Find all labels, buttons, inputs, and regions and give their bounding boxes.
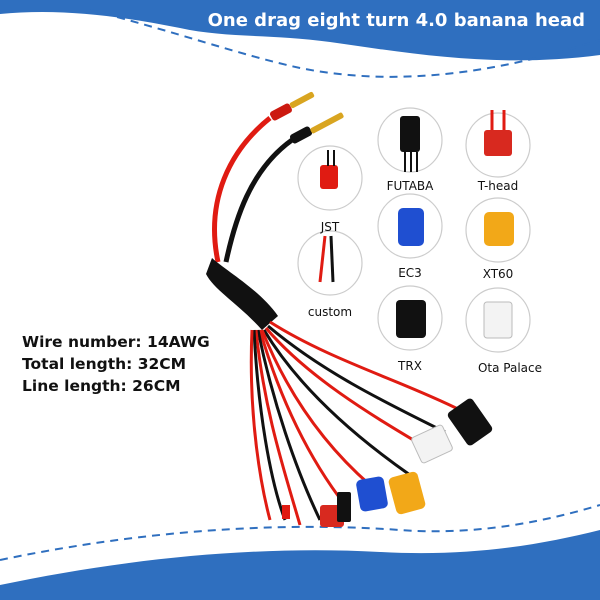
label-xt60: XT60 xyxy=(482,267,514,281)
banana-plugs xyxy=(269,91,344,144)
heat-shrink xyxy=(206,258,278,330)
label-jst: JST xyxy=(320,220,340,234)
custom-circle xyxy=(297,230,363,296)
bottom-banner xyxy=(0,530,600,600)
top-banner-dash xyxy=(89,9,600,78)
bottom-connectors xyxy=(282,398,493,527)
label-futaba: FUTABA xyxy=(386,179,434,193)
label-trx: TRX xyxy=(398,359,422,373)
spec-line-length: Line length: 26CM xyxy=(22,377,181,395)
top-banner xyxy=(0,0,600,61)
label-ec3: EC3 xyxy=(398,266,422,280)
label-ota: Ota Palace xyxy=(477,361,543,375)
spec-wire-number: Wire number: 14AWG xyxy=(22,333,210,351)
spec-total-length: Total length: 32CM xyxy=(22,355,187,373)
page-title: One drag eight turn 4.0 banana head xyxy=(207,10,585,31)
fanout-wires xyxy=(249,320,461,526)
bottom-banner-dash xyxy=(0,504,600,561)
label-custom: custom xyxy=(307,305,353,319)
label-thead: T-head xyxy=(477,179,519,193)
